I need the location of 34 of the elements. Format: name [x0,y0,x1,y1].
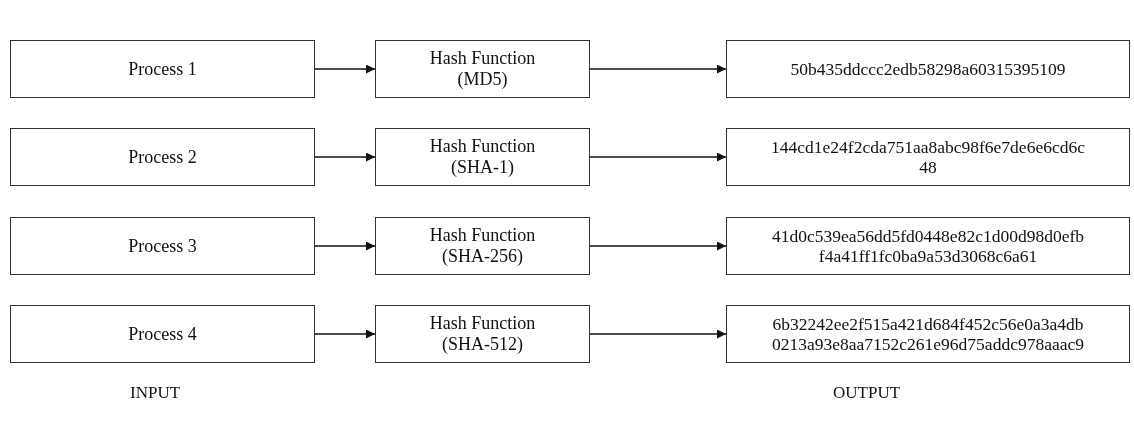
hash-function-box [375,128,590,186]
hash-value: 6b32242ee2f515a421d684f452c56e0a3a4db 0213a93e8aa7152c261e96d75addc978aaac9 [772,313,1084,355]
column-label: OUTPUT [833,383,901,403]
hash-function-box [375,40,590,98]
arrow [314,64,376,74]
hash-function-box [375,305,590,363]
node-label: Hash Function (SHA-256) [428,225,537,267]
hash-output-box [726,305,1130,363]
hash-output-box [726,40,1130,98]
arrow [589,152,727,162]
hash-value: 144cd1e24f2cda751aa8abc98f6e7de6e6cd6c 48 [771,136,1085,178]
hash-output-box [726,128,1130,186]
hash-value: 41d0c539ea56dd5fd0448e82c1d00d98d0efb f4a41ff1fc0ba9a53d3068c6a61 [772,225,1084,267]
column-label: INPUT [130,383,181,403]
node-label: Process 2 [128,146,197,168]
arrow [314,241,376,251]
node-label: Process 3 [128,235,197,257]
arrow [314,152,376,162]
process-box [10,128,315,186]
node-label: Process 1 [128,58,197,80]
arrow [314,329,376,339]
arrow [589,241,727,251]
hash-output-box [726,217,1130,275]
process-box [10,40,315,98]
node-label: Hash Function (MD5) [428,48,537,90]
node-label: Hash Function (SHA-512) [428,313,537,355]
node-label: Hash Function (SHA-1) [428,136,537,178]
arrow [589,329,727,339]
node-label: Process 4 [128,323,197,345]
hash-function-box [375,217,590,275]
process-box [10,217,315,275]
arrow [589,64,727,74]
process-box [10,305,315,363]
hash-value: 50b435ddccc2edb58298a60315395109 [790,58,1066,80]
